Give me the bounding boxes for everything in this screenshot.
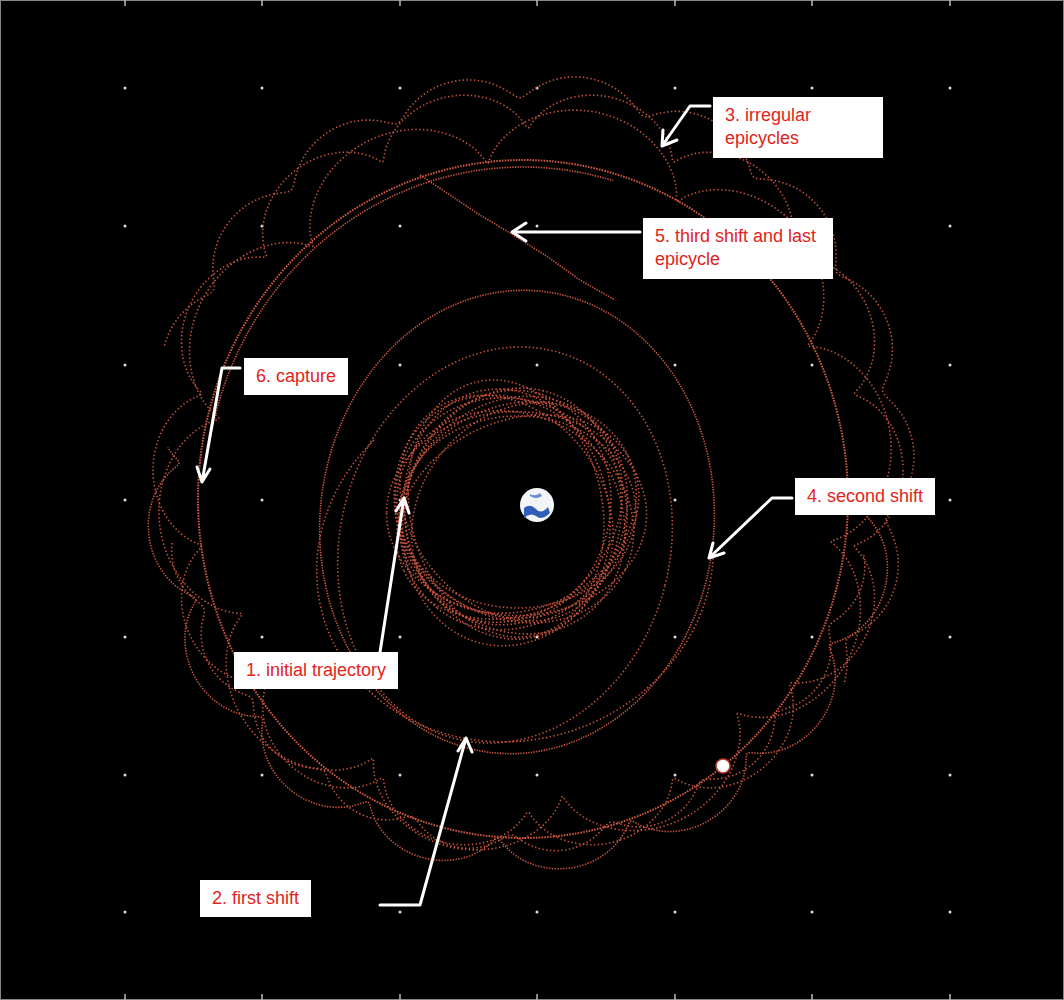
grid-dot bbox=[124, 499, 127, 502]
trajectory-path bbox=[400, 395, 613, 621]
grid-dot bbox=[124, 636, 127, 639]
trajectory-path bbox=[404, 389, 610, 639]
grid-dot bbox=[811, 87, 814, 90]
callout-text: 6. capture bbox=[256, 365, 336, 388]
grid-dot bbox=[536, 225, 539, 228]
axis-tick bbox=[536, 994, 538, 1000]
moon bbox=[716, 759, 730, 773]
grid-dot bbox=[674, 911, 677, 914]
leader-arrow bbox=[376, 498, 409, 678]
trajectory-path bbox=[317, 439, 714, 742]
callout-text: 1. initial trajectory bbox=[246, 659, 386, 682]
callout-text: 2. first shift bbox=[212, 887, 299, 910]
axis-tick bbox=[536, 0, 538, 6]
callout-box: 1. initial trajectory bbox=[234, 652, 398, 689]
callout-text: 4. second shift bbox=[807, 485, 923, 508]
trajectory-dots bbox=[148, 77, 914, 869]
grid-dots bbox=[124, 0, 952, 1000]
grid-dot bbox=[949, 636, 952, 639]
grid-dot bbox=[949, 499, 952, 502]
grid-dot bbox=[399, 225, 402, 228]
leader-arrow bbox=[380, 738, 472, 905]
grid-dot bbox=[124, 87, 127, 90]
grid-dot bbox=[949, 911, 952, 914]
trajectory-path bbox=[172, 542, 865, 851]
grid-dot bbox=[261, 774, 264, 777]
leader-arrow bbox=[512, 223, 640, 241]
trajectory-path bbox=[403, 388, 622, 646]
grid-dot bbox=[674, 499, 677, 502]
callout-box: 2. first shift bbox=[200, 880, 311, 917]
grid-dot bbox=[124, 225, 127, 228]
trajectory-path bbox=[148, 448, 887, 869]
axis-tick bbox=[399, 994, 401, 1000]
grid-dot bbox=[949, 225, 952, 228]
grid-dot bbox=[399, 87, 402, 90]
grid-dot bbox=[674, 774, 677, 777]
trajectory-path bbox=[164, 77, 914, 685]
axis-tick bbox=[811, 994, 813, 1000]
callout-box: 3. irregular epicycles bbox=[713, 97, 883, 158]
moon-orbit bbox=[198, 160, 848, 838]
grid-dot bbox=[399, 774, 402, 777]
axis-tick bbox=[261, 0, 263, 6]
trajectory-path bbox=[209, 167, 613, 447]
grid-dot bbox=[674, 636, 677, 639]
axis-tick bbox=[261, 994, 263, 1000]
grid-dot bbox=[399, 911, 402, 914]
callout-box: 5. third shift and last epicycle bbox=[643, 218, 833, 279]
grid-dot bbox=[811, 774, 814, 777]
grid-dot bbox=[124, 774, 127, 777]
grid-dot bbox=[399, 364, 402, 367]
trajectory-path bbox=[412, 403, 623, 622]
callout-text: 3. irregular epicycles bbox=[725, 104, 871, 151]
grid-dot bbox=[399, 636, 402, 639]
grid-dot bbox=[536, 774, 539, 777]
grid-dot bbox=[536, 364, 539, 367]
axis-tick bbox=[949, 0, 951, 6]
trajectory-path bbox=[400, 416, 636, 608]
trajectory-path bbox=[159, 110, 891, 850]
grid-dot bbox=[674, 87, 677, 90]
callout-box: 6. capture bbox=[244, 358, 348, 395]
axis-tick bbox=[949, 994, 951, 1000]
axis-tick bbox=[674, 994, 676, 1000]
callout-text: 5. third shift and last epicycle bbox=[655, 225, 821, 272]
trajectory-path bbox=[420, 175, 615, 300]
grid-dot bbox=[811, 364, 814, 367]
grid-dot bbox=[261, 636, 264, 639]
grid-dot bbox=[124, 364, 127, 367]
callout-box: 4. second shift bbox=[795, 478, 935, 515]
axis-tick bbox=[811, 0, 813, 6]
grid-dot bbox=[949, 774, 952, 777]
axis-tick bbox=[124, 0, 126, 6]
grid-dot bbox=[124, 911, 127, 914]
trajectory-path bbox=[395, 398, 627, 618]
axis-tick bbox=[399, 0, 401, 6]
grid-dot bbox=[811, 636, 814, 639]
grid-dot bbox=[536, 911, 539, 914]
trajectory-path bbox=[399, 402, 637, 614]
axis-tick bbox=[124, 994, 126, 1000]
leader-arrow bbox=[662, 106, 710, 146]
trajectory-path bbox=[397, 415, 639, 619]
earth bbox=[520, 488, 554, 522]
trajectory-path bbox=[400, 396, 627, 629]
grid-dot bbox=[811, 911, 814, 914]
grid-dot bbox=[261, 499, 264, 502]
grid-dot bbox=[949, 87, 952, 90]
trajectory-path bbox=[153, 95, 903, 845]
leader-arrow bbox=[197, 368, 240, 482]
grid-dot bbox=[674, 364, 677, 367]
grid-dot bbox=[261, 87, 264, 90]
axis-tick bbox=[674, 0, 676, 6]
grid-dot bbox=[949, 364, 952, 367]
leader-arrow bbox=[709, 498, 792, 558]
